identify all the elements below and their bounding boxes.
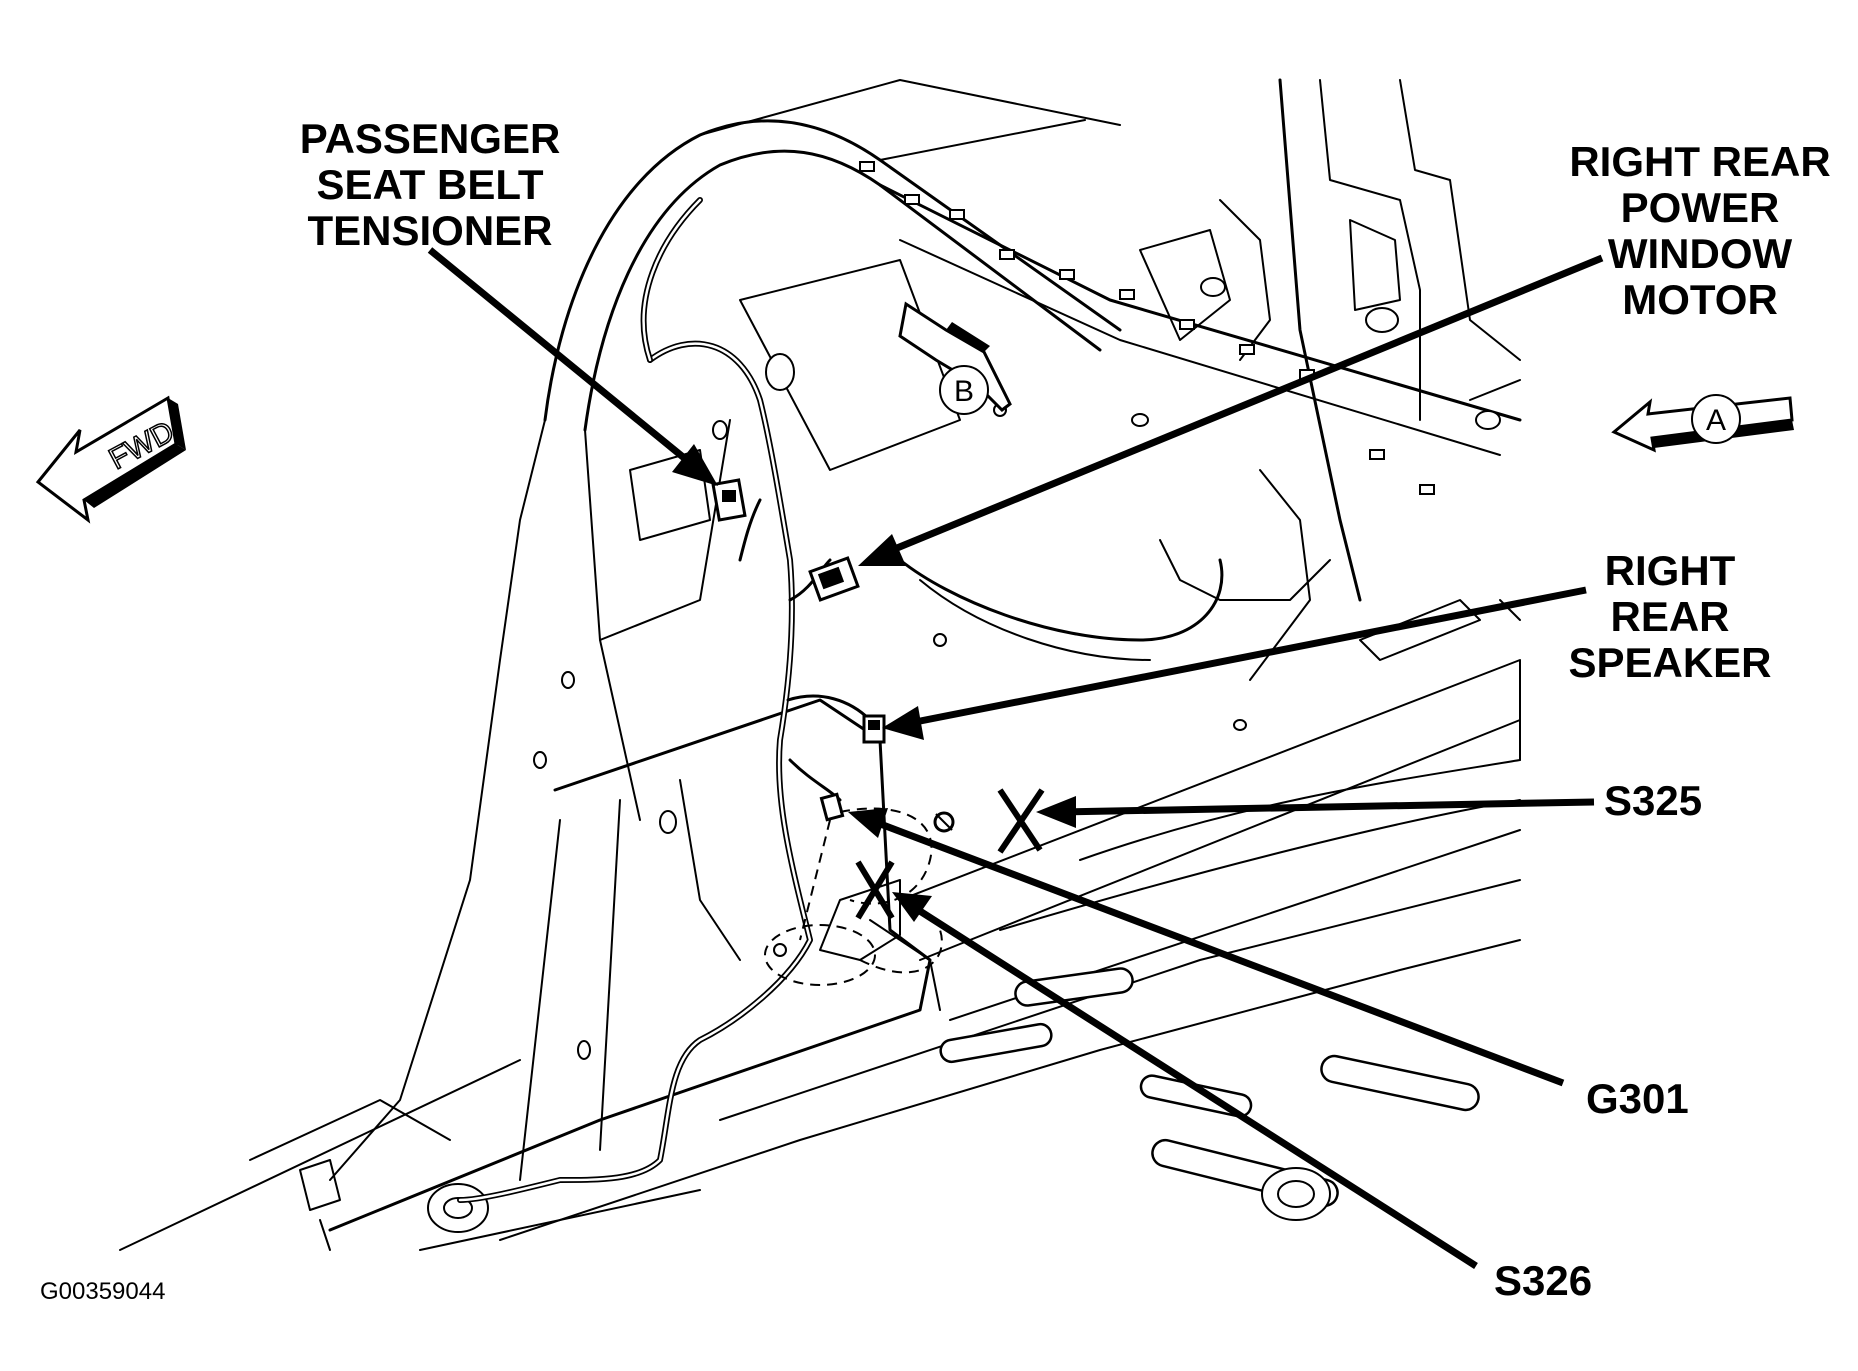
tensioner-arrowhead (672, 444, 718, 486)
callout-line: REAR (1610, 593, 1730, 640)
view-a-label: A (1706, 404, 1726, 437)
harness-connectors (711, 478, 955, 833)
g301-leader-line (868, 816, 1565, 1087)
callout-splice-s326: S326 (1494, 1258, 1604, 1304)
callout-line: SPEAKER (1568, 639, 1772, 686)
vehicle-body-drawing (119, 78, 1522, 1251)
callout-line: MOTOR (1622, 276, 1778, 323)
window-motor-leader-line (878, 254, 1604, 559)
callout-line: RIGHT (1604, 547, 1736, 594)
callout-line: POWER (1620, 184, 1780, 231)
s326-leader-line (910, 903, 1478, 1269)
fwd-direction-arrow: FWD (35, 395, 186, 524)
callout-line: G301 (1586, 1075, 1689, 1122)
s326-arrowhead (892, 892, 932, 922)
splice-s326-mark (855, 860, 895, 920)
tensioner-leader-line (427, 247, 697, 469)
callout-line: S325 (1604, 777, 1703, 824)
wiring-harness (457, 197, 872, 1203)
callout-line: RIGHT REAR (1569, 138, 1831, 185)
view-b-ring (939, 365, 989, 415)
callout-line: S326 (1494, 1257, 1593, 1304)
speaker-leader-line (904, 586, 1587, 728)
speaker-connector (862, 714, 886, 744)
view-a-ring (1691, 394, 1741, 444)
callout-right-rear-speaker: RIGHT REAR SPEAKER (1560, 548, 1780, 686)
callout-line: SEAT BELT (316, 161, 544, 208)
callout-right-rear-power-window-motor: RIGHT REAR POWER WINDOW MOTOR (1560, 139, 1840, 323)
view-b-label: B (954, 375, 974, 408)
splice-s325-mark (997, 788, 1045, 854)
g301-arrowhead (848, 808, 888, 838)
window-motor-arrowhead (858, 534, 906, 566)
callout-line: PASSENGER (299, 115, 561, 162)
callout-ground-g301: G301 (1586, 1076, 1696, 1122)
speaker-arrowhead (882, 706, 924, 740)
window-motor-connector (808, 556, 860, 602)
callout-line: TENSIONER (307, 207, 553, 254)
s325-leader-line (1059, 798, 1595, 816)
view-a-arrow: A (1611, 394, 1794, 453)
callout-line: WINDOW (1607, 230, 1793, 277)
s325-arrowhead (1036, 796, 1076, 828)
ground-bolt (933, 811, 955, 833)
figure-id: G00359044 (40, 1278, 166, 1305)
leader-arrows (427, 247, 1604, 1269)
callout-passenger-seat-belt-tensioner: PASSENGER SEAT BELT TENSIONER (290, 116, 570, 254)
ground-eyelet (819, 792, 845, 822)
callout-splice-s325: S325 (1604, 778, 1714, 824)
view-b-arrow: B (898, 301, 1012, 415)
tensioner-connector (711, 478, 747, 522)
